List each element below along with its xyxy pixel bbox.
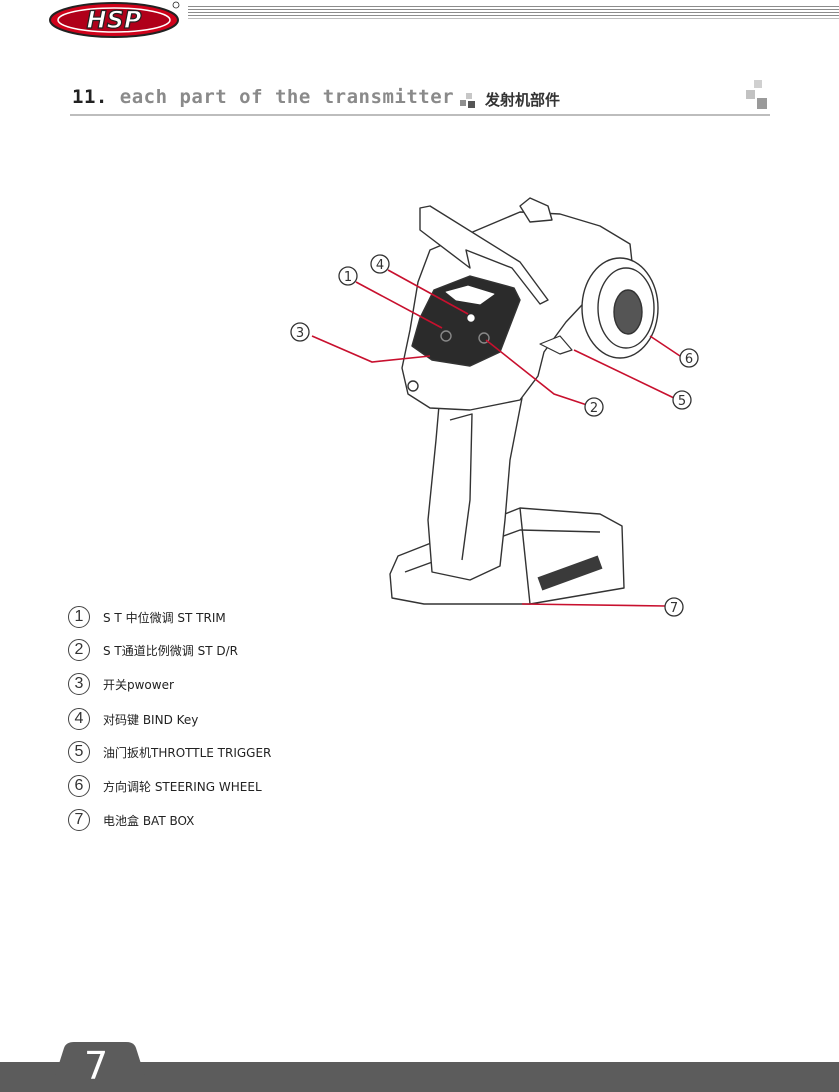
legend-number: 6 [68,775,90,797]
callout-2: 2 [590,401,598,416]
legend-number: 3 [68,673,90,695]
callout-6: 6 [685,352,693,367]
legend-number: 5 [68,741,90,763]
legend-number: 1 [68,606,90,628]
callout-5: 5 [678,394,686,409]
legend-number: 7 [68,809,90,831]
legend-number: 4 [68,708,90,730]
callout-4: 4 [376,258,384,273]
callout-1: 1 [344,270,352,285]
legend-number: 2 [68,639,90,661]
page-number: 7 [84,1042,108,1090]
callout-3: 3 [296,326,304,341]
legend-label: 对码键 BIND Key [103,711,198,728]
battery-box [390,508,624,604]
legend-label: 方向调轮 STEERING WHEEL [103,778,262,795]
legend-label: S T 中位微调 ST TRIM [103,609,226,626]
legend-label: 开关pwower [103,676,174,693]
legend-label: S T通道比例微调 ST D/R [103,642,238,659]
legend-label: 油门扳机THROTTLE TRIGGER [103,744,271,761]
callout-7: 7 [670,601,678,616]
legend-label: 电池盒 BAT BOX [103,812,194,829]
